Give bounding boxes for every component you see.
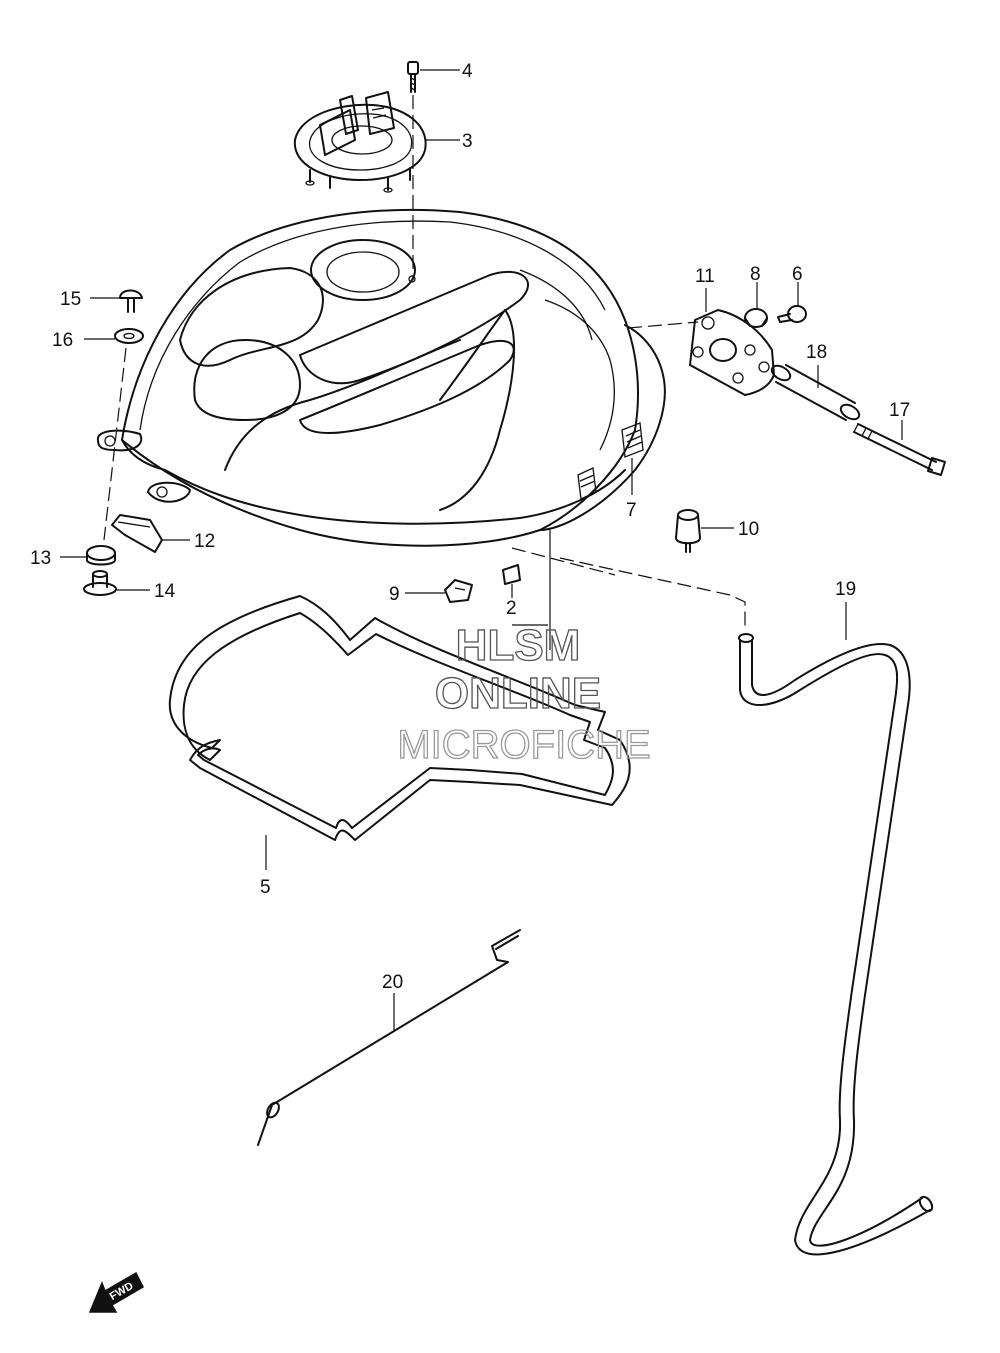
leader-mount-dash [103, 347, 127, 541]
callout-5: 5 [260, 877, 271, 898]
damper-10[interactable] [675, 509, 701, 553]
callout-3: 3 [462, 131, 473, 152]
bolt-17[interactable] [853, 423, 946, 476]
callout-12: 12 [194, 531, 215, 552]
callout-6: 6 [792, 264, 803, 285]
callout-2: 2 [506, 598, 517, 619]
callout-8: 8 [750, 264, 761, 285]
leader-lines [60, 69, 903, 1030]
callout-17: 17 [889, 400, 910, 421]
callout-16: 16 [52, 330, 73, 351]
cushion-2[interactable] [502, 564, 521, 585]
bracket-11[interactable] [689, 309, 775, 396]
clamp-9[interactable] [444, 579, 473, 603]
leader-hose-dash-b [559, 557, 746, 628]
callouts: 4 3 15 16 11 8 6 18 17 7 10 12 13 14 9 2… [30, 61, 910, 993]
collar-14[interactable] [83, 570, 117, 596]
callout-20: 20 [382, 972, 403, 993]
callout-7: 7 [626, 500, 637, 521]
leader-hose-dash-a [511, 547, 616, 576]
leader-bracket-to-tank [627, 321, 699, 329]
cushion-8[interactable] [744, 308, 768, 328]
spacer-18[interactable] [769, 363, 861, 422]
fuel-cap-assembly[interactable] [293, 91, 427, 193]
seal-5[interactable] [168, 595, 631, 841]
forward-direction-arrow: FWD [88, 1271, 144, 1313]
watermark-line-3: MICROFICHE [397, 723, 650, 767]
callout-4: 4 [462, 61, 473, 82]
fuel-tank-body[interactable] [97, 208, 666, 547]
callout-14: 14 [154, 581, 176, 602]
fwd-arrow-icon [88, 1271, 144, 1313]
callout-15: 15 [60, 289, 81, 310]
watermark: HLSM ONLINE MICROFICHE [397, 620, 652, 767]
callout-9: 9 [389, 584, 400, 605]
washer-16[interactable] [114, 328, 144, 344]
callout-18: 18 [806, 342, 827, 363]
watermark-line-2: ONLINE [435, 669, 601, 718]
callout-10: 10 [738, 519, 759, 540]
bolt-15[interactable] [119, 289, 143, 313]
breather-hose-19[interactable] [738, 633, 935, 1256]
bolt-6[interactable] [777, 305, 807, 323]
callout-19: 19 [835, 579, 856, 600]
callout-13: 13 [30, 548, 51, 569]
cap-screw[interactable] [407, 61, 419, 93]
callout-11: 11 [695, 266, 715, 287]
rubber-cushion-12[interactable] [111, 514, 163, 553]
prop-rod-20[interactable] [257, 929, 521, 1146]
cushion-13[interactable] [86, 545, 116, 566]
watermark-line-1: HLSM [456, 621, 581, 670]
